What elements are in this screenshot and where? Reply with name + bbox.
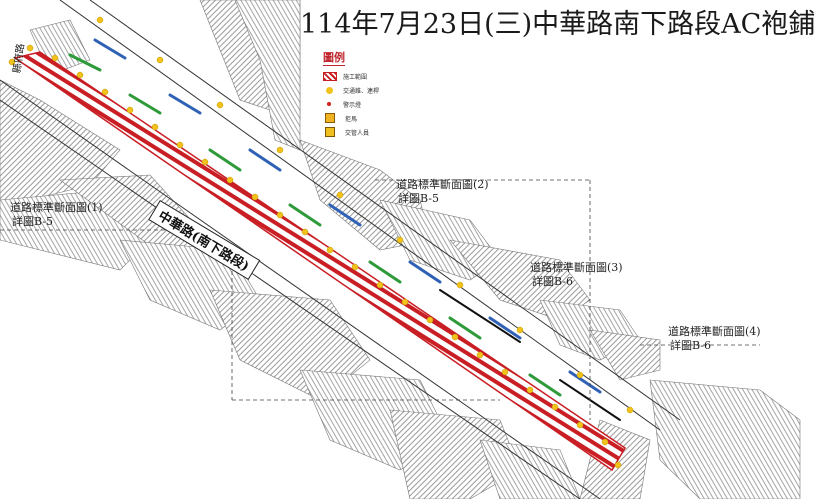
map-legend: 圖例 施工範圍 交通錐、連桿 警示燈 拒馬 交管人員	[323, 46, 419, 139]
traffic-cone-icon	[326, 86, 333, 94]
legend-item: 交管人員	[323, 125, 419, 139]
legend-heading: 圖例	[323, 51, 345, 66]
hatch-icon	[323, 71, 337, 81]
section-note-3: 道路標準斷面圖(3) 詳圖B-6	[530, 261, 623, 289]
legend-label: 交管人員	[345, 129, 370, 137]
construction-area	[13, 51, 627, 472]
warning-light-icon	[327, 102, 331, 106]
legend-item: 施工範圍	[323, 69, 419, 83]
road-outline	[0, 0, 681, 499]
section-note-ref: 詳圖B-5	[12, 215, 54, 228]
section-note-ref: 詳圖B-6	[532, 275, 574, 288]
legend-item: 拒馬	[323, 111, 419, 125]
legend-label: 施工範圍	[343, 73, 368, 81]
section-note-4: 道路標準斷面圖(4) 詳圖B-6	[668, 325, 761, 353]
section-note-title: 道路標準斷面圖(4)	[668, 325, 761, 338]
legend-label: 拒馬	[345, 115, 358, 123]
legend-label: 警示燈	[343, 101, 362, 109]
section-note-ref: 詳圖B-5	[398, 192, 440, 205]
section-leaders	[0, 179, 760, 420]
traffic-cones	[8, 16, 634, 469]
legend-item: 警示燈	[323, 97, 419, 111]
traffic-warden-icon	[325, 127, 335, 137]
section-note-title: 道路標準斷面圖(2)	[396, 178, 489, 191]
barricade-icon	[325, 113, 335, 123]
legend-item: 交通錐、連桿	[323, 83, 419, 97]
legend-label: 交通錐、連桿	[343, 87, 380, 95]
section-note-title: 道路標準斷面圖(3)	[530, 261, 623, 274]
section-note-title: 道路標準斷面圖(1)	[10, 201, 103, 214]
section-note-1: 道路標準斷面圖(1) 詳圖B-5	[10, 201, 103, 229]
section-note-ref: 詳圖B-6	[670, 339, 712, 352]
section-note-2: 道路標準斷面圖(2) 詳圖B-5	[396, 178, 489, 206]
page-title: 114年7月23日(三)中華路南下路段AC袍鋪	[300, 9, 815, 40]
